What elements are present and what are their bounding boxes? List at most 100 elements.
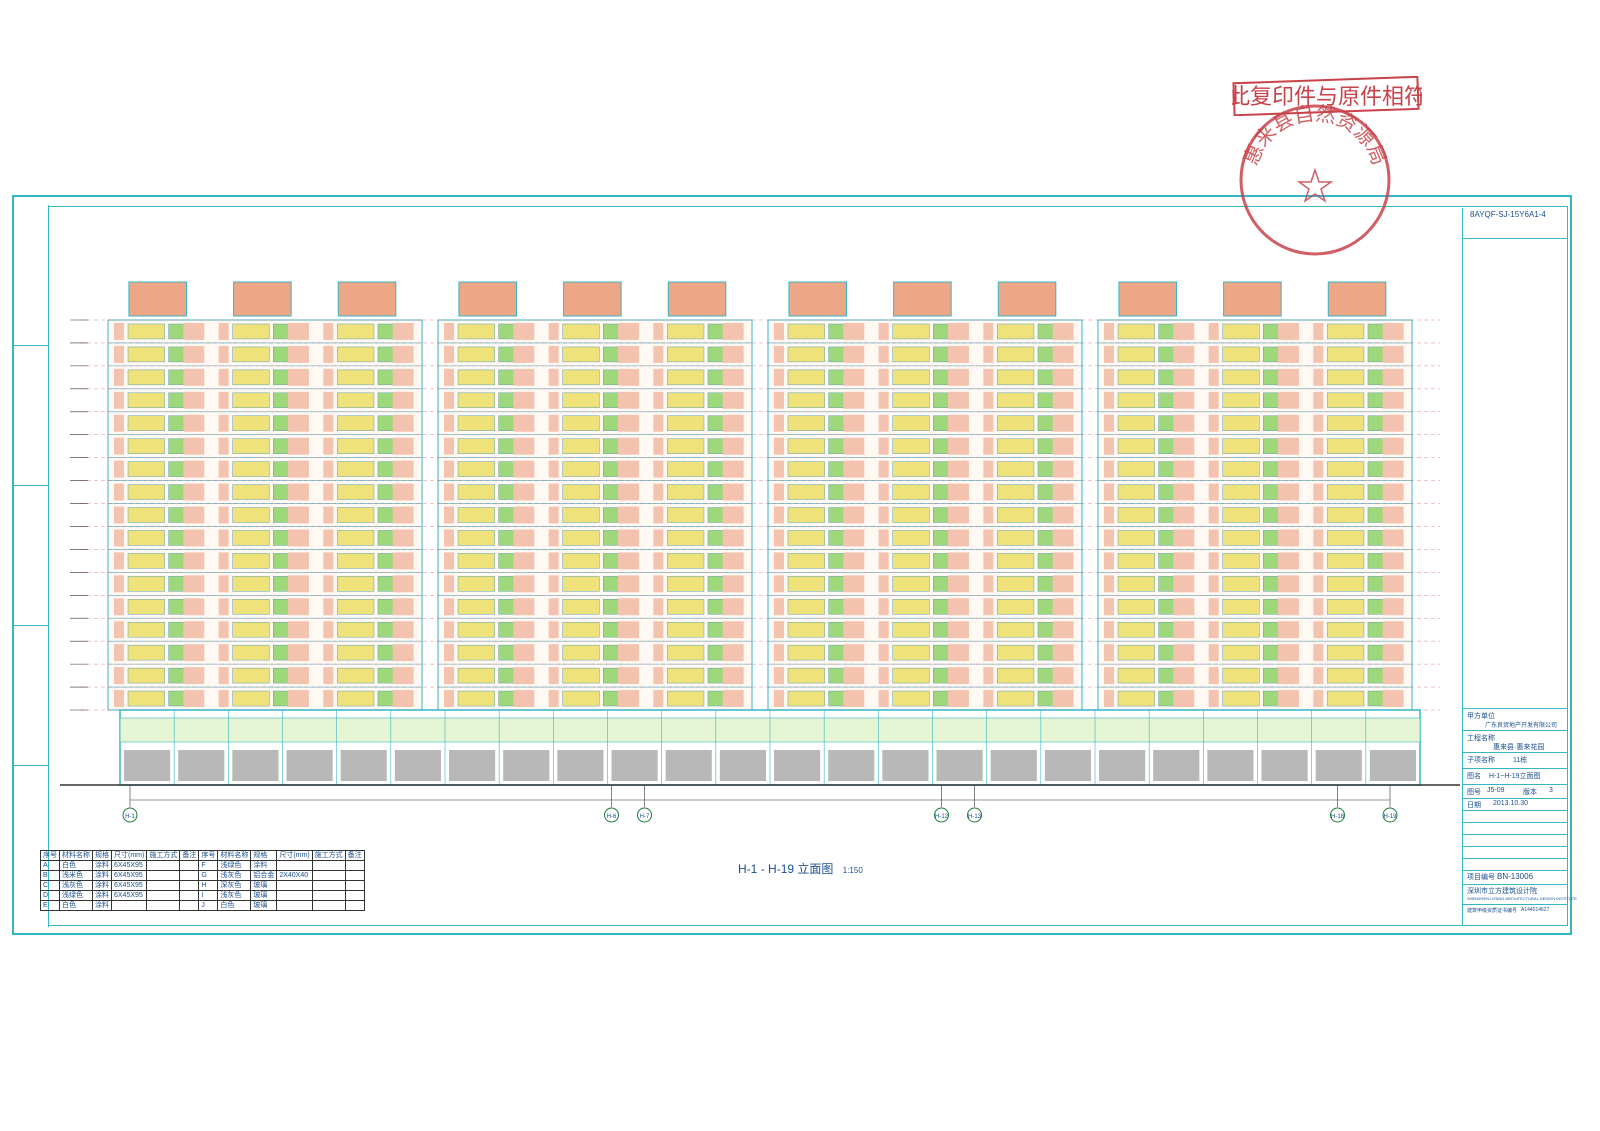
facade-panel [1173,506,1195,524]
facade-panel [1278,368,1299,386]
legend-cell [146,900,181,911]
facade-panel [1382,414,1404,432]
facade-panel [722,667,744,685]
facade-panel [618,529,639,547]
window [232,599,270,615]
facade-panel [948,323,969,340]
facade-panel [288,323,309,340]
legend-cell [311,880,346,891]
legend-cell: 6X45X95 [110,880,148,891]
window [337,644,375,661]
legend-cell: 6X45X95 [110,870,148,881]
window [667,690,705,707]
facade-panel [774,368,784,386]
facade-panel [722,391,744,409]
facade-panel [444,483,454,501]
facade-panel [878,690,889,707]
facade-panel [1278,621,1299,639]
facade-panel [1173,345,1195,363]
facade-panel [618,644,639,662]
window [1222,690,1260,707]
facade-panel [323,345,334,363]
window [232,323,270,340]
facade-panel [1382,621,1404,639]
window [562,576,600,592]
window [1117,553,1155,569]
window [787,621,825,638]
facade-panel [1208,529,1219,547]
window [127,369,165,386]
facade-panel [618,667,639,685]
facade-panel [1382,690,1404,707]
window [1117,507,1155,523]
legend-cell: 浅灰色 [59,880,93,891]
window [787,346,825,363]
shopfront [1099,750,1146,781]
facade-panel [1052,552,1074,570]
facade-panel [878,391,889,409]
window [1117,644,1155,661]
facade-panel [114,506,124,524]
date-label: 日期 [1467,802,1481,809]
client-label: 甲方单位 [1467,713,1495,720]
axis-bubble [1330,807,1345,823]
facade-panel [774,345,784,363]
facade-panel [843,529,865,547]
facade-panel [653,506,664,524]
facade-panel [548,437,559,455]
axis-bubble [604,807,619,823]
roof-block [337,281,397,317]
window [232,553,270,569]
facade-panel [618,621,639,639]
window [667,530,705,546]
window [1222,323,1260,340]
window [232,576,270,592]
window [562,392,600,409]
shopfront [178,750,225,781]
legend-cell: E [40,900,60,911]
facade-panel [1382,345,1404,363]
facade-panel [548,323,559,340]
window [667,346,705,363]
window [1222,438,1260,454]
facade-panel [1313,621,1324,639]
drawing-caption: H-1 - H-19 立面图 1:150 [738,860,863,877]
window [127,644,165,661]
window [997,599,1035,615]
window [997,323,1035,340]
facade-panel [183,575,205,593]
facade-panel [722,345,744,363]
window [787,369,825,386]
legend-cell [276,880,313,891]
window [337,621,375,638]
facade-panel [1173,644,1195,662]
window [232,415,270,431]
window [997,461,1035,477]
legend-cell: 铝合金 [250,870,278,881]
legend-cell [276,890,313,901]
window [1222,369,1260,386]
legend-cell [179,900,200,911]
facade-panel [774,506,784,524]
window [997,530,1035,546]
facade-panel [1052,575,1074,593]
facade-panel [618,598,639,616]
shopfront [232,750,279,781]
facade-panel [444,621,454,639]
window [1327,644,1365,661]
window [1222,461,1260,477]
window [1117,690,1155,707]
window [337,553,375,569]
cert-label: 建筑甲级资质证书编号 [1467,908,1518,914]
legend-cell: A [40,860,60,871]
facade-panel [323,575,334,593]
window [127,392,165,409]
facade-panel [1052,529,1074,547]
facade-panel [1278,667,1299,685]
facade-panel [1208,483,1219,501]
facade-panel [843,323,865,340]
window [997,553,1035,569]
window [1117,461,1155,477]
facade-panel [618,391,639,409]
